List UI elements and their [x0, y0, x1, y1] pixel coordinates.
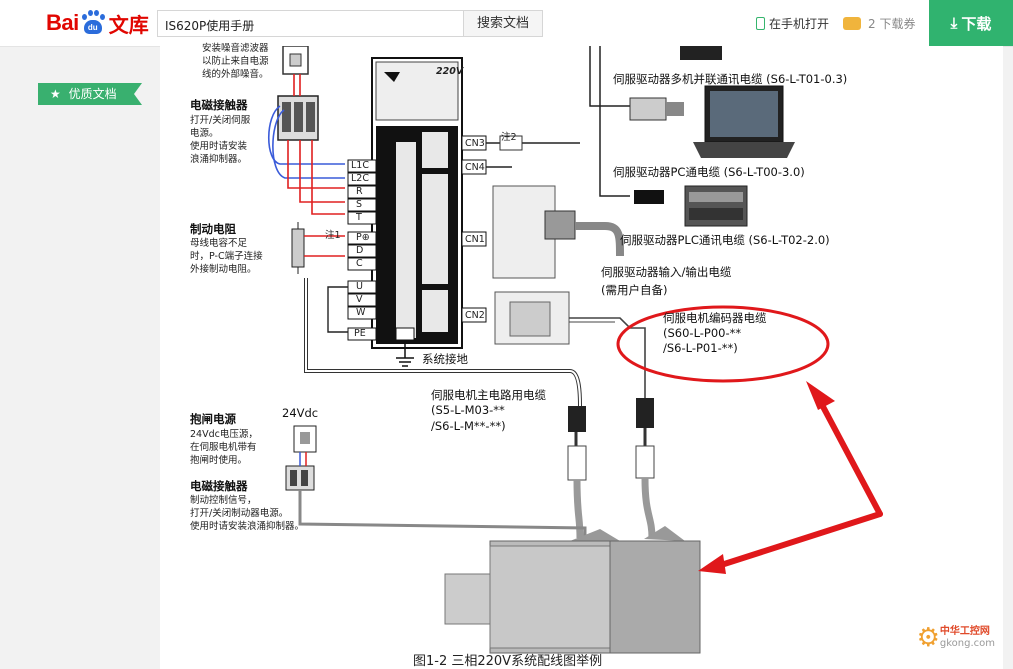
contactor-1-title: 电磁接触器 [190, 98, 248, 112]
cn1-connector-icon [492, 185, 624, 279]
brake-resistor-desc: 母线电容不足 时，P-C端子连接 外接制动电阻。 [190, 238, 263, 275]
io-cable-label-2: (需用户自备) [601, 283, 668, 297]
watermark: ⚙ 中华工控网 gkong.com [917, 625, 995, 651]
contactor-2-title: 电磁接触器 [190, 479, 248, 493]
port-cn2: CN2 [465, 310, 485, 321]
contactor-icon [277, 95, 319, 141]
open-on-mobile-label: 在手机打开 [769, 17, 830, 31]
note-2: 注2 [501, 132, 517, 143]
port-cn3: CN3 [465, 138, 485, 149]
terminal-l1c: L1C [351, 160, 369, 171]
terminal-r: R [356, 186, 363, 197]
terminal-t: T [356, 212, 362, 223]
search-button[interactable]: 搜索文档 [463, 11, 542, 36]
wiring-diagram [268, 46, 883, 654]
noise-filter-icon [282, 46, 309, 75]
quality-doc-badge: ★ 优质文档 [38, 83, 142, 105]
terminal-pe: PE [354, 328, 366, 339]
baidu-wenku-logo[interactable]: Bai du 文库 [46, 10, 149, 37]
brake-power-desc: 24Vdc电压源， 在伺服电机带有 抱闸时使用。 [190, 429, 258, 466]
coupon-count: 2 下载券 [843, 15, 915, 32]
search-box: IS620P使用手册 搜索文档 [157, 10, 543, 37]
brake-power-title: 抱闸电源 [190, 412, 236, 426]
terminal-w: W [356, 307, 366, 318]
main-cable-label-3: /S6-L-M**-**) [431, 419, 506, 433]
terminal-d: D [356, 245, 364, 256]
open-on-mobile-link[interactable]: 在手机打开 [756, 15, 829, 32]
phone-icon [756, 17, 765, 30]
terminal-p: P⊕ [356, 232, 370, 243]
encoder-cable-label-1: 伺服电机编码器电缆 [663, 311, 767, 325]
terminal-v: V [356, 294, 363, 305]
coupon-label: 2 下载券 [868, 17, 916, 31]
main-cable-label-2: (S5-L-M03-** [431, 403, 505, 417]
terminal-u: U [356, 281, 363, 292]
paw-icon: du [80, 10, 106, 36]
download-label: 下载 [961, 14, 992, 33]
contactor-2-icon [285, 465, 315, 491]
laptop-icon [693, 85, 795, 158]
document-page: 安装噪音滤波器 以防止来自电源 线的外部噪音。 电磁接触器 打开/关闭伺服 电源… [160, 43, 1003, 669]
logo-text-wenku: 文库 [108, 12, 149, 37]
servo-motor-icon [444, 526, 701, 654]
terminal-l2c: L2C [351, 173, 369, 184]
power-plug-icon [567, 406, 587, 539]
logo-text-bai: Bai [46, 10, 79, 35]
top-bar: Bai du 文库 IS620P使用手册 搜索文档 在手机打开 2 下载券 ⤓ … [0, 0, 1013, 47]
servo-drive [371, 57, 463, 349]
brake-resistor-icon [291, 222, 305, 274]
system-ground-label: 系统接地 [422, 352, 468, 366]
figure-caption: 图1-2 三相220V系统配线图举例 [413, 654, 603, 669]
search-input[interactable]: IS620P使用手册 [165, 19, 255, 33]
coupon-icon [843, 17, 861, 30]
plc-icon [684, 185, 748, 227]
note-1: 注1 [325, 230, 341, 241]
highlight-ellipse [616, 305, 830, 383]
port-cn4: CN4 [465, 162, 485, 173]
star-icon: ★ [50, 87, 61, 101]
contactor-2-desc: 制动控制信号， 打开/关闭制动器电源。 使用时请安装浪涌抑制器。 [190, 495, 305, 532]
arrow-to-motor [715, 511, 883, 569]
gear-icon: ⚙ [916, 623, 940, 653]
logo-text-du: du [83, 20, 102, 34]
db9-connector-icon [629, 97, 684, 121]
noise-filter-desc: 安装噪音滤波器 以防止来自电源 线的外部噪音。 [202, 43, 269, 80]
contactor-1-desc: 打开/关闭伺服 电源。 使用时请安装 浪涌抑制器。 [190, 115, 251, 165]
watermark-line-1: 中华工控网 [939, 626, 990, 637]
port-cn1: CN1 [465, 234, 485, 245]
main-cable-label-1: 伺服电机主电路用电缆 [431, 388, 546, 402]
terminal-s: S [356, 199, 363, 210]
arrow-to-ellipse [817, 398, 883, 517]
brake-resistor-title: 制动电阻 [190, 222, 236, 236]
watermark-line-2: gkong.com [939, 638, 995, 649]
cable-pc-label: 伺服驱动器PC通电缆 (S6-L-T00-3.0) [613, 165, 805, 179]
io-cable-label-1: 伺服驱动器输入/输出电缆 [601, 265, 732, 279]
cable-multi-label: 伺服驱动器多机并联通讯电缆 (S6-L-T01-0.3) [613, 72, 848, 86]
voltage-24vdc: 24Vdc [282, 406, 319, 420]
quality-doc-label: 优质文档 [68, 87, 117, 101]
encoder-cable-label-3: /S6-L-P01-**) [663, 341, 738, 355]
encoder-cable-label-2: (S60-L-P00-** [663, 326, 742, 340]
download-button[interactable]: ⤓ 下载 [929, 0, 1013, 46]
drive-model: 220V [436, 66, 464, 77]
terminal-c: C [356, 258, 363, 269]
cable-plc-label: 伺服驱动器PLC通讯电缆 (S6-L-T02-2.0) [620, 233, 830, 247]
cn2-connector-icon [494, 291, 570, 345]
encoder-plug-icon [635, 398, 656, 539]
download-icon: ⤓ [950, 14, 958, 32]
